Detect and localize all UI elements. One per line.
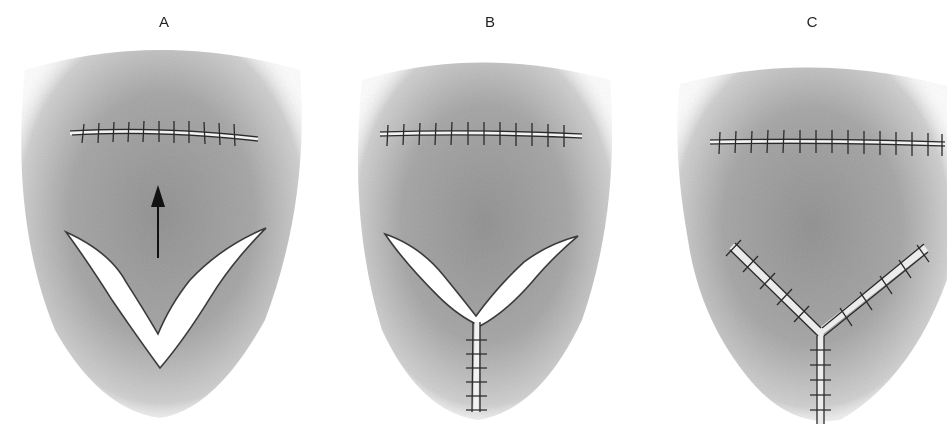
- panel-a: A: [0, 0, 315, 430]
- skin-illustration-a: [0, 0, 315, 430]
- panel-c: C: [640, 0, 947, 430]
- skin-illustration-b: [320, 0, 635, 430]
- skin-illustration-c: [640, 0, 947, 430]
- panel-b: B: [320, 0, 635, 430]
